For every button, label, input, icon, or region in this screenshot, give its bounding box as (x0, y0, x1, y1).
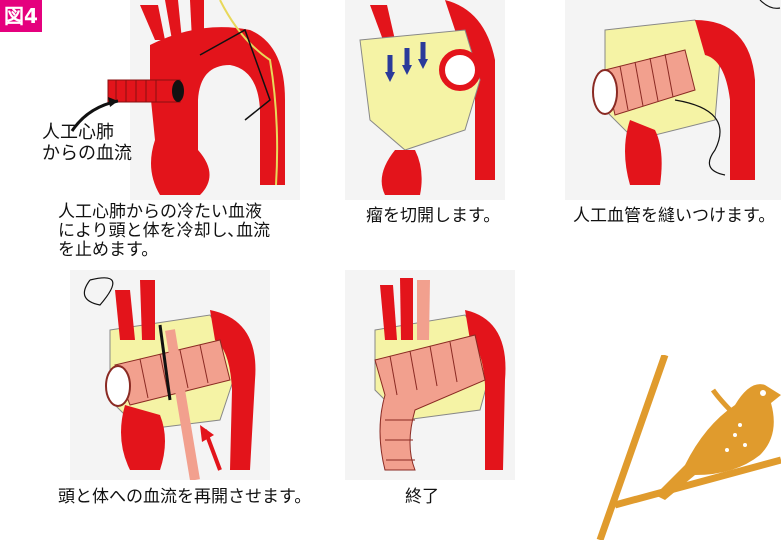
caption-panel-4: 頭と体への血流を再開させます。 (58, 488, 311, 507)
callout-heart-lung-flow: 人工心肺 からの血流 (42, 122, 132, 164)
panel-2-incision-illustration (345, 0, 505, 200)
bird-on-branch-icon (595, 355, 781, 540)
figure-label: 図4 (0, 0, 42, 32)
panel-5-completed-illustration (345, 270, 515, 480)
caption-panel-1: 人工心肺からの冷たい血液 により頭と体を冷却し､血流 を止めます。 (58, 203, 270, 260)
caption-panel-3: 人工血管を縫いつけます。 (573, 207, 775, 226)
caption-panel-2: 瘤を切開します。 (366, 207, 500, 226)
panel-3-graft-suture-illustration (565, 0, 781, 200)
caption-panel-5: 終了 (405, 488, 439, 507)
panel-4-flow-restore-illustration (70, 270, 270, 480)
